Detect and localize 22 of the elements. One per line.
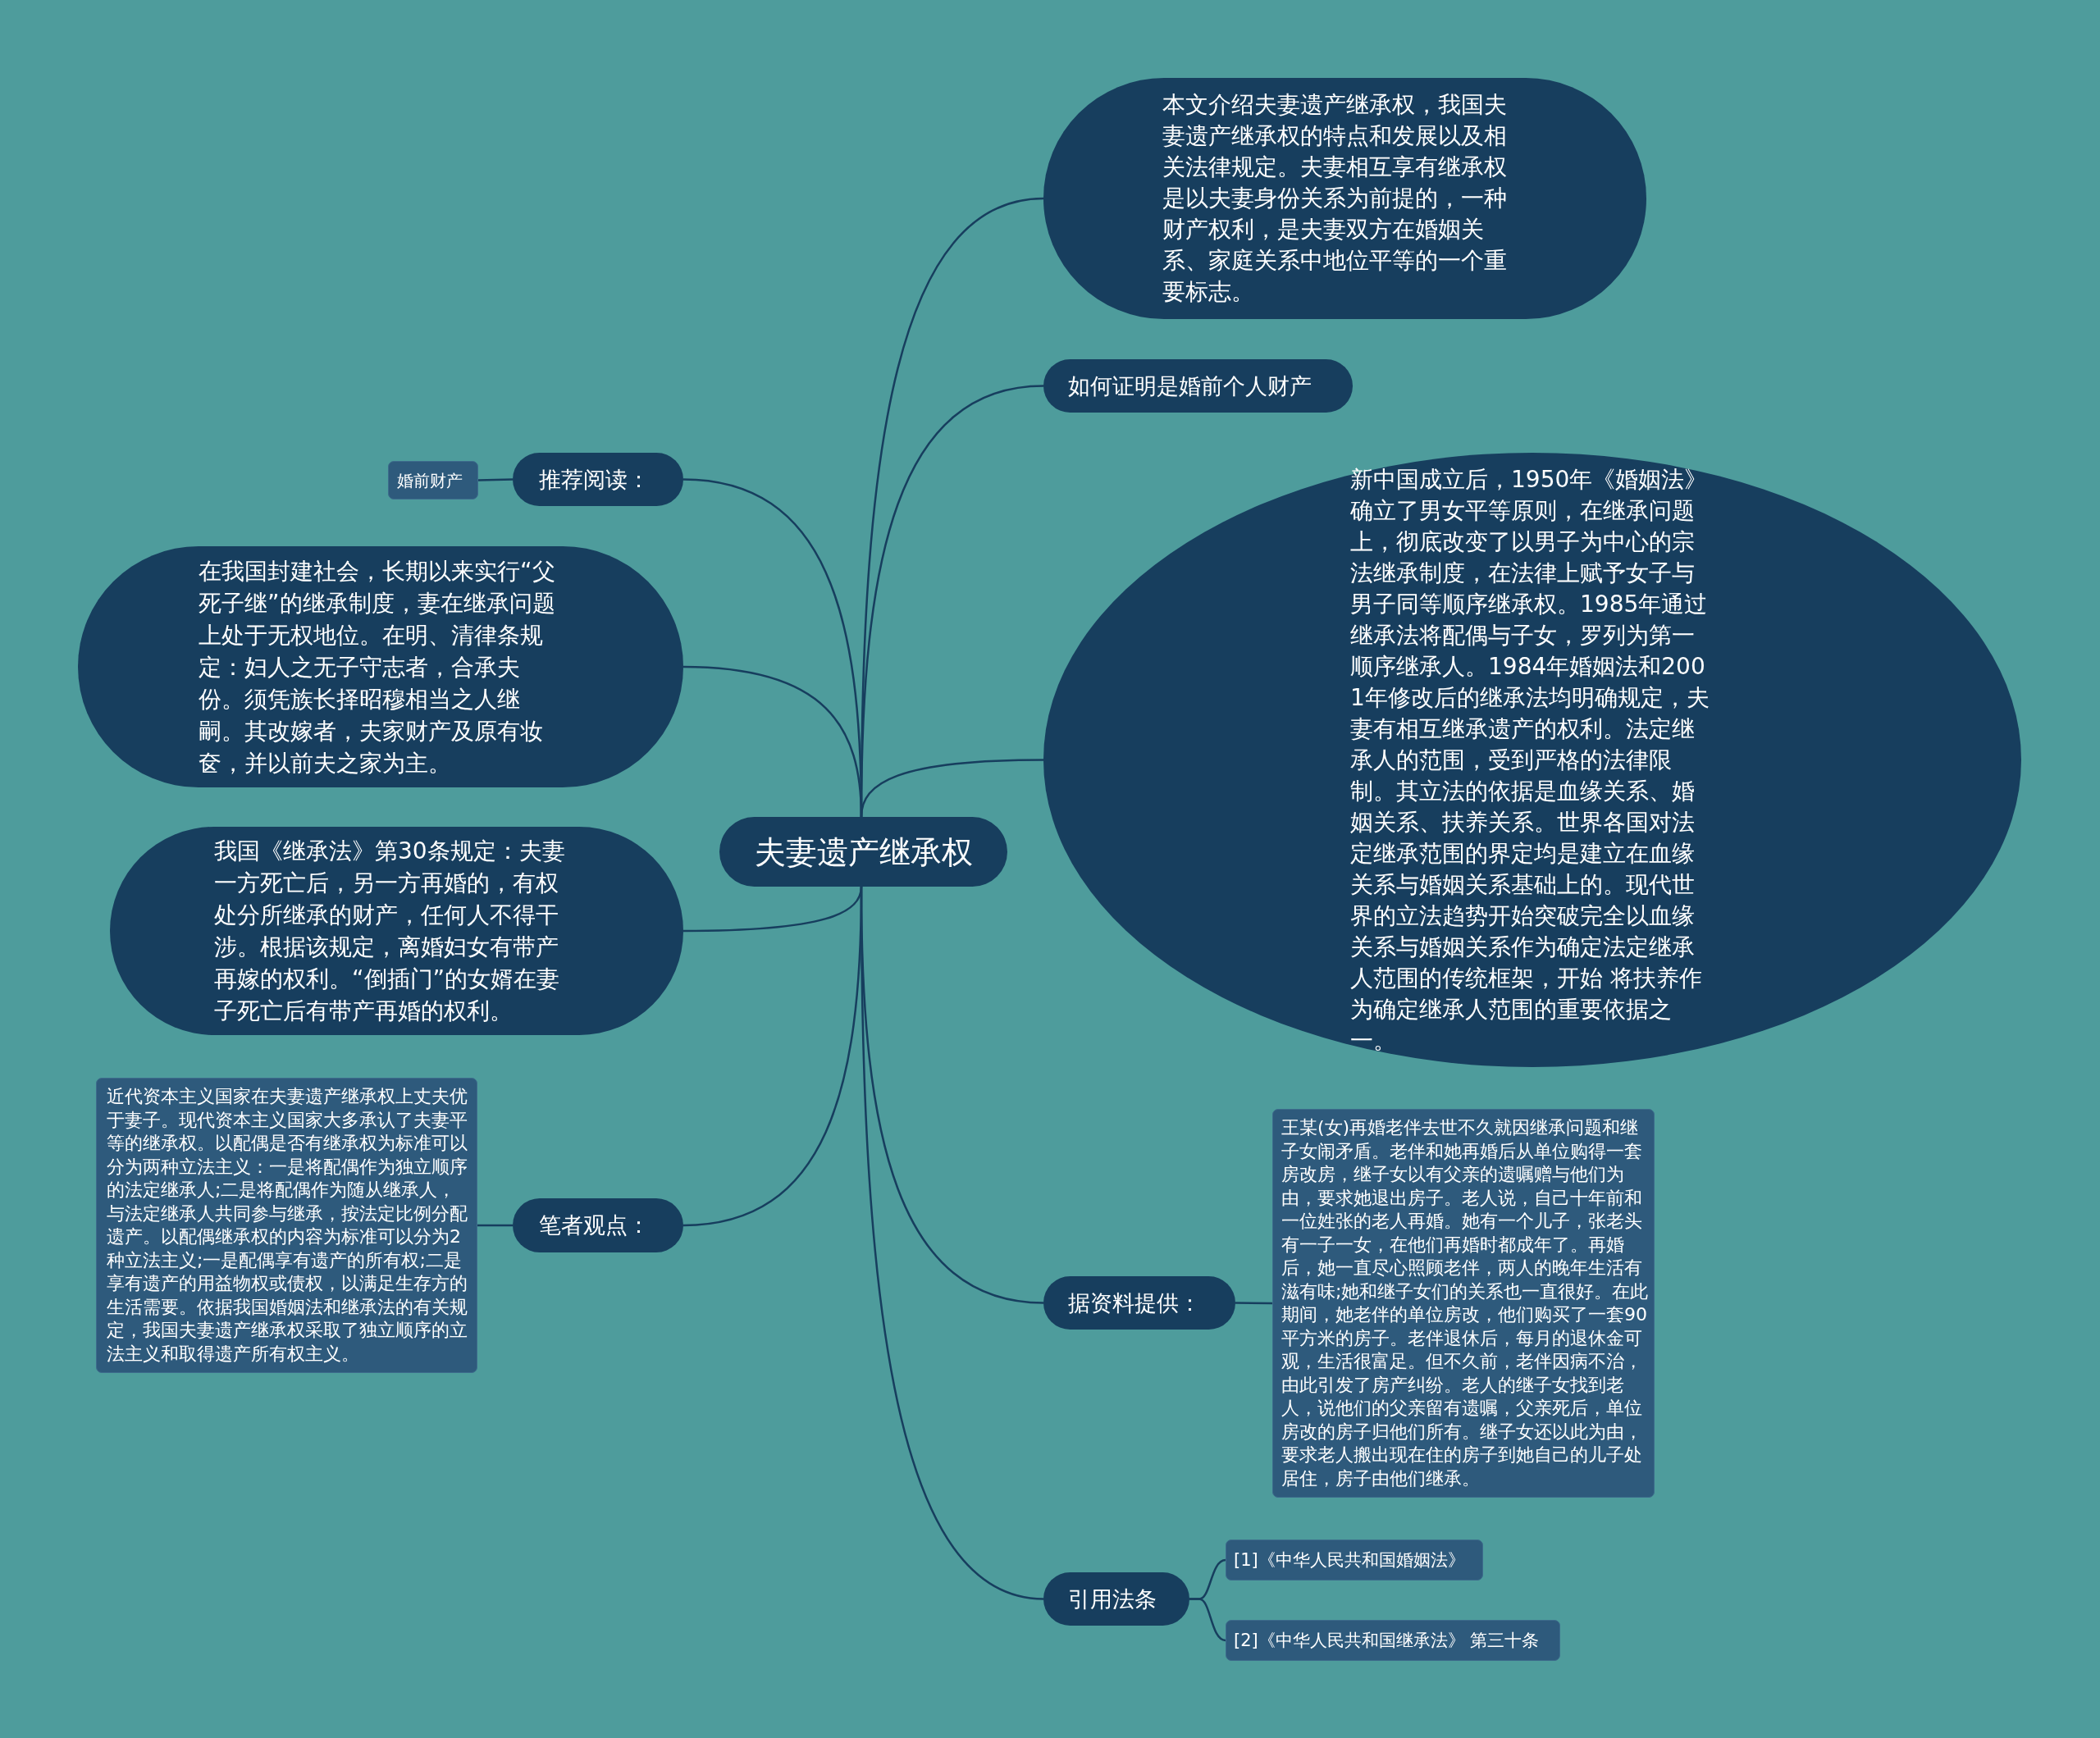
topic-pill: 推荐阅读： bbox=[513, 453, 683, 506]
note-box: 近代资本主义国家在夫妻遗产继承权上丈夫优于妻子。现代资本主义国家大多承认了夫妻平等的继承权。以配偶是否有继承权为标准可以分为两种立法主义：一是将配偶作为独立顺序的法定继承人;二是将配偶作为随从继承人，与法定继承人共同参与继承，按法定比例分配遗产。以配偶继承权的内容为标准可以分为2种立法主义;一是配偶享有遗产的所有权;二是享有遗产的用益物权或债权，以满足生存方的生活需要。依据我国婚姻法和继承法的有关规定，我国夫妻遗产继承权采取了独立顺序的立法主义和取得遗产所有权主义。 bbox=[96, 1078, 477, 1373]
note-box: 婚前财产 bbox=[388, 461, 478, 500]
topic-pill: 笔者观点： bbox=[513, 1198, 683, 1252]
topic-ellipse: 新中国成立后，1950年《婚姻法》确立了男女平等原则，在继承问题上，彻底改变了以男子为中心的宗法继承制度，在法律上赋予女子与男子同等顺序继承权。1985年通过继承法将配偶与子女，罗列为第一顺序继承人。1984年婚姻法和2001年修改后的继承法均明确规定，夫妻有相互继承遗产的权利。法定继承人的范围，受到严格的法律限制。其立法的依据是血缘关系、婚姻关系、扶养关系。世界各国对法定继承范围的界定均是建立在血缘关系与婚姻关系基础上的。现代世界的立法趋势开始突破完全以血缘关系与婚姻关系作为确定法定继承人范围的传统框架，开始 将扶养作为确定继承人范围的重要依据之一。 bbox=[1043, 453, 2021, 1067]
topic-pill: 如何证明是婚前个人财产 bbox=[1043, 359, 1353, 413]
connector-line bbox=[682, 665, 863, 818]
note-box: [1]《中华人民共和国婚姻法》 bbox=[1226, 1540, 1483, 1581]
topic-pill: 我国《继承法》第30条规定：夫妻一方死亡后，另一方再婚的，有权处分所继承的财产，任何人不得干涉。根据该规定，离婚妇女有带产再嫁的权利。“倒插门”的女婿在妻子死亡后有带产再婚的权利。 bbox=[110, 827, 683, 1035]
note-box: 王某(女)再婚老伴去世不久就因继承问题和继子女闹矛盾。老伴和她再婚后从单位购得一套房改房，继子女以有父亲的遗嘱赠与他们为由，要求她退出房子。老人说，自己十年前和一位姓张的老人再婚。她有一个儿子，张老头有一子一女，在他们再婚时都成年了。再婚后，她一直尽心照顾老伴，两人的晚年生活有滋有味;她和继子女们的关系也一直很好。在此期间，她老伴的单位房改，他们购买了一套90平方米的房子。老伴退休后，每月的退休金可观，生活很富足。但不久前，老伴因病不治，由此引发了房产纠纷。老人的继子女找到老人，说他们的父亲留有遗嘱，父亲死后，单位房改的房子归他们所有。继子女还以此为由，要求老人搬出现在住的房子到她自己的儿子处居住，房子由他们继承。 bbox=[1272, 1109, 1655, 1498]
central-topic: 夫妻遗产继承权 bbox=[719, 817, 1007, 887]
connector-line bbox=[860, 887, 1044, 1600]
note-box: [2]《中华人民共和国继承法》 第三十条 bbox=[1226, 1620, 1560, 1661]
connector-line bbox=[1189, 1598, 1226, 1642]
connector-line bbox=[683, 886, 863, 933]
topic-pill: 引用法条 bbox=[1043, 1572, 1189, 1626]
topic-pill: 据资料提供： bbox=[1043, 1276, 1235, 1330]
connector-line bbox=[1235, 1302, 1272, 1305]
connector-line bbox=[477, 478, 514, 481]
topic-pill: 在我国封建社会，长期以来实行“父死子继”的继承制度，妻在继承问题上处于无权地位。在明、清律条规定：妇人之无子守志者，合承夫份。须凭族长择昭穆相当之人继嗣。其改嫁者，夫家财产及原有妆奁，并以前夫之家为主。 bbox=[78, 546, 683, 787]
connector-line bbox=[477, 1224, 513, 1227]
topic-pill: 本文介绍夫妻遗产继承权，我国夫妻遗产继承权的特点和发展以及相关法律规定。夫妻相互享有继承权是以夫妻身份关系为前提的，一种财产权利，是夫妻双方在婚姻关系、家庭关系中地位平等的一个重要标志。 bbox=[1043, 78, 1646, 319]
